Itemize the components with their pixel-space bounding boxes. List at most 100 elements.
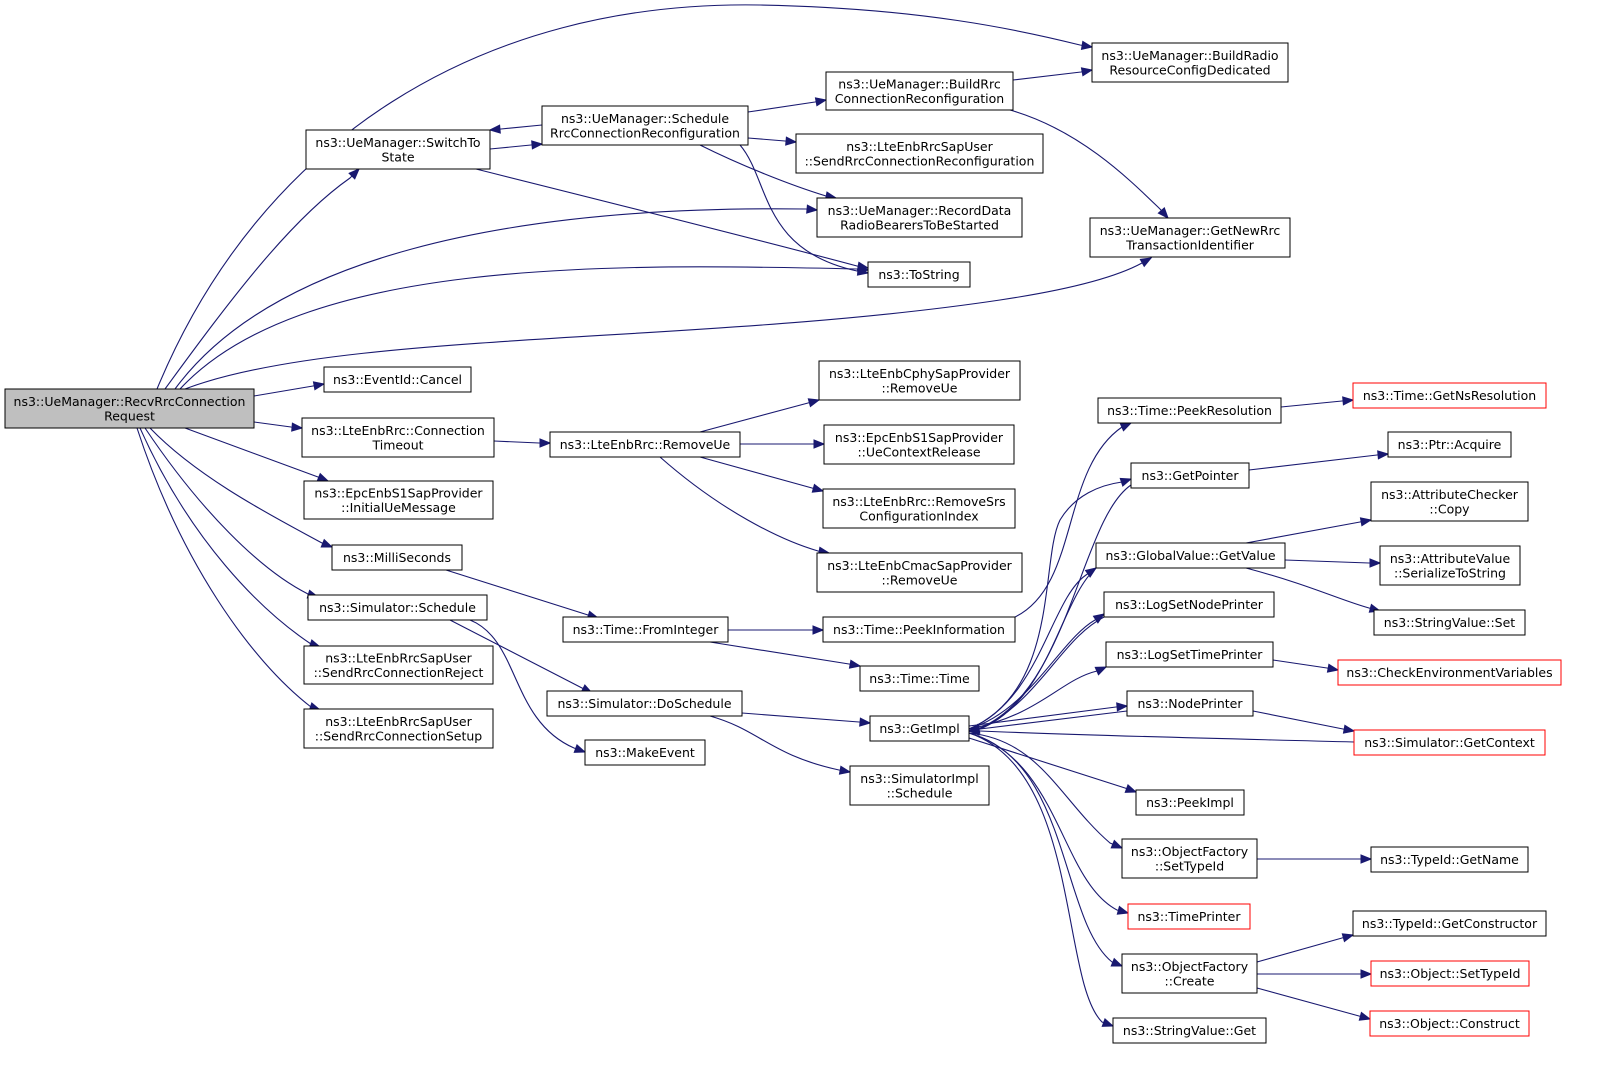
- graph-node-setup[interactable]: ns3::LteEnbRrcSapUser::SendRrcConnection…: [303, 708, 494, 749]
- graph-node-ds[interactable]: ns3::Simulator::DoSchedule: [546, 690, 743, 717]
- node-box: [1352, 910, 1547, 937]
- graph-node-ofc[interactable]: ns3::ObjectFactory::Create: [1121, 953, 1258, 994]
- node-label: ::Copy: [1429, 501, 1470, 516]
- graph-node-tp[interactable]: ns3::TimePrinter: [1127, 903, 1251, 930]
- graph-node-sch[interactable]: ns3::UeManager::ScheduleRrcConnectionRec…: [541, 105, 749, 146]
- node-label: ns3::MilliSeconds: [343, 550, 451, 565]
- graph-node-gp[interactable]: ns3::GetPointer: [1130, 462, 1250, 489]
- edge-line: [174, 208, 818, 390]
- graph-node-gi[interactable]: ns3::GetImpl: [869, 715, 970, 742]
- graph-node-tgn[interactable]: ns3::TypeId::GetName: [1370, 846, 1529, 873]
- graph-node-rue[interactable]: ns3::LteEnbRrc::RemoveUe: [549, 431, 741, 458]
- graph-node-ts[interactable]: ns3::ToString: [867, 261, 971, 288]
- node-label: ns3::Simulator::DoSchedule: [557, 696, 731, 711]
- graph-node-ost[interactable]: ns3::Object::SetTypeId: [1370, 960, 1530, 987]
- edge-line: [469, 619, 586, 753]
- graph-node-peek[interactable]: ns3::PeekImpl: [1135, 789, 1245, 816]
- node-box: [795, 133, 1044, 174]
- edge-arrowhead: [1110, 957, 1124, 967]
- node-label: ns3::LogSetNodePrinter: [1115, 597, 1264, 612]
- edge-line: [1009, 109, 1169, 219]
- node-label: ns3::Ptr::Acquire: [1398, 437, 1502, 452]
- edge-arrowhead: [967, 724, 981, 734]
- edge-n_root-to-n_cto: [253, 421, 304, 432]
- graph-node-s1iu[interactable]: ns3::EpcEnbS1SapProvider::InitialUeMessa…: [303, 480, 494, 520]
- graph-node-ssch[interactable]: ns3::Simulator::Schedule: [307, 594, 488, 621]
- node-box: [307, 594, 488, 621]
- edge-arrowhead: [1341, 933, 1355, 943]
- graph-node-ofst[interactable]: ns3::ObjectFactory::SetTypeId: [1121, 838, 1258, 879]
- node-box: [1091, 42, 1289, 83]
- graph-node-avs[interactable]: ns3::AttributeValue::SerializeToString: [1379, 545, 1521, 586]
- node-label: ::SendRrcConnectionReconfiguration: [805, 153, 1035, 168]
- edge-n_rue-to-n_cphy: [699, 398, 821, 433]
- graph-node-rej[interactable]: ns3::LteEnbRrcSapUser::SendRrcConnection…: [303, 645, 494, 685]
- graph-node-cev[interactable]: ns3::CheckEnvironmentVariables: [1337, 659, 1562, 686]
- graph-node-svs[interactable]: ns3::StringValue::Set: [1373, 609, 1526, 636]
- graph-node-br[interactable]: ns3::UeManager::BuildRadioResourceConfig…: [1091, 42, 1289, 83]
- node-label: ns3::StringValue::Get: [1123, 1023, 1256, 1038]
- graph-node-oc[interactable]: ns3::Object::Construct: [1369, 1010, 1530, 1037]
- edge-line: [968, 732, 1114, 1027]
- graph-node-tgc[interactable]: ns3::TypeId::GetConstructor: [1352, 910, 1547, 937]
- node-box: [816, 552, 1023, 593]
- graph-node-lstp[interactable]: ns3::LogSetTimePrinter: [1105, 641, 1274, 668]
- graph-node-gnr[interactable]: ns3::UeManager::GetNewRrcTransactionIden…: [1089, 217, 1291, 258]
- node-box: [323, 366, 472, 393]
- edge-n_pr-to-n_gns: [1280, 396, 1355, 408]
- node-label: ns3::Object::SetTypeId: [1380, 966, 1521, 981]
- edge-n_rue-to-n_srs: [699, 456, 825, 493]
- graph-node-brc[interactable]: ns3::UeManager::BuildRrcConnectionReconf…: [825, 71, 1014, 111]
- node-label: ns3::Object::Construct: [1379, 1016, 1520, 1031]
- node-label: ns3::LteEnbRrcSapUser: [325, 714, 472, 729]
- edge-line: [1248, 453, 1389, 471]
- node-label: ns3::LteEnbCphySapProvider: [829, 366, 1011, 381]
- graph-node-gc[interactable]: ns3::Simulator::GetContext: [1353, 729, 1546, 756]
- graph-node-cmac[interactable]: ns3::LteEnbCmacSapProvider::RemoveUe: [816, 552, 1023, 593]
- edge-arrowhead: [1080, 40, 1094, 50]
- graph-node-cphy[interactable]: ns3::LteEnbCphySapProvider::RemoveUe: [818, 360, 1021, 401]
- node-box: [1097, 397, 1282, 424]
- edge-arrowhead: [488, 124, 501, 134]
- edge-line: [179, 266, 869, 390]
- graph-node-gns[interactable]: ns3::Time::GetNsResolution: [1352, 382, 1547, 409]
- graph-node-s1cr[interactable]: ns3::EpcEnbS1SapProvider::UeContextRelea…: [823, 424, 1015, 465]
- edge-n_gi-to-n_ofst: [968, 732, 1124, 849]
- graph-node-pr[interactable]: ns3::Time::PeekResolution: [1097, 397, 1282, 424]
- graph-node-svg[interactable]: ns3::StringValue::Get: [1112, 1017, 1267, 1044]
- graph-node-pi[interactable]: ns3::Time::PeekInformation: [822, 616, 1016, 643]
- graph-node-acq[interactable]: ns3::Ptr::Acquire: [1387, 431, 1512, 458]
- graph-node-np[interactable]: ns3::NodePrinter: [1126, 690, 1254, 717]
- edge-n_gp-to-n_acq: [1248, 450, 1390, 471]
- graph-node-fi[interactable]: ns3::Time::FromInteger: [562, 616, 729, 643]
- node-box: [1121, 953, 1258, 994]
- node-label: ns3::UeManager::RecordData: [828, 203, 1012, 218]
- graph-node-sis[interactable]: ns3::SimulatorImpl::Schedule: [849, 765, 990, 806]
- edge-back-n_gv-to-n_gi: [967, 567, 1097, 734]
- graph-node-ms[interactable]: ns3::MilliSeconds: [331, 544, 463, 571]
- graph-node-lsnp[interactable]: ns3::LogSetNodePrinter: [1103, 591, 1275, 618]
- node-label: ns3::ObjectFactory: [1131, 959, 1249, 974]
- node-label: RadioBearersToBeStarted: [840, 217, 999, 232]
- node-label: ns3::AttributeChecker: [1381, 487, 1519, 502]
- edge-arrowhead: [1110, 839, 1124, 849]
- edge-n_ds-to-n_gi: [741, 712, 872, 727]
- graph-node-gv[interactable]: ns3::GlobalValue::GetValue: [1095, 542, 1286, 569]
- graph-node-acc[interactable]: ns3::AttributeChecker::Copy: [1370, 481, 1529, 522]
- edge-arrowhead: [1116, 702, 1129, 712]
- node-label: ns3::GlobalValue::GetValue: [1105, 548, 1275, 563]
- graph-node-tt[interactable]: ns3::Time::Time: [859, 665, 980, 692]
- graph-node-ev[interactable]: ns3::EventId::Cancel: [323, 366, 472, 393]
- graph-node-rec[interactable]: ns3::UeManager::RecordDataRadioBearersTo…: [816, 197, 1023, 238]
- graph-node-me[interactable]: ns3::MakeEvent: [584, 739, 706, 766]
- node-box: [1370, 846, 1529, 873]
- edge-arrowhead: [813, 439, 826, 449]
- node-label: ns3::UeManager::Schedule: [561, 111, 729, 126]
- graph-node-sap[interactable]: ns3::LteEnbRrcSapUser::SendRrcConnection…: [795, 133, 1044, 174]
- edge-n_rue-to-n_s1cr: [740, 439, 826, 449]
- graph-node-srs[interactable]: ns3::LteEnbRrc::RemoveSrsConfigurationIn…: [822, 488, 1016, 529]
